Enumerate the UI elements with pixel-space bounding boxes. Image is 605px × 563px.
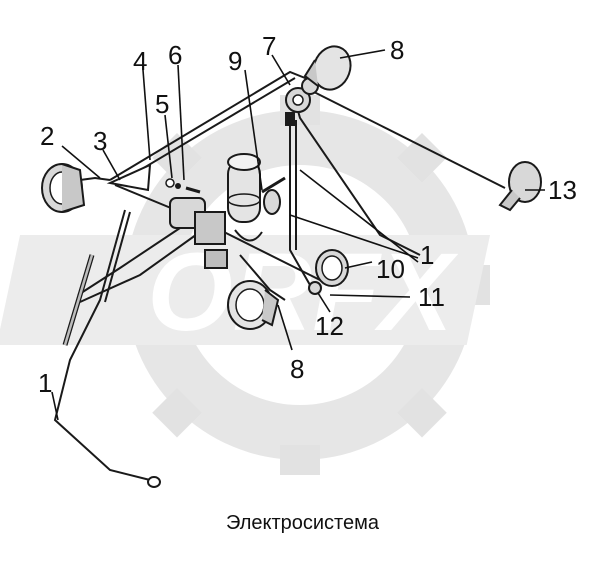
callout-1-mid: 1 xyxy=(420,240,434,270)
top-bracket xyxy=(285,77,319,126)
callout-3: 3 xyxy=(93,126,107,156)
lamp-10 xyxy=(315,249,349,287)
callout-labels: 1 1 2 3 4 5 6 7 8 8 9 10 11 12 13 xyxy=(38,31,577,398)
wiring-harness xyxy=(53,70,506,481)
callout-5: 5 xyxy=(155,89,169,119)
leader-lines xyxy=(51,49,545,421)
callout-11: 11 xyxy=(418,282,445,312)
callout-4: 4 xyxy=(133,46,147,76)
callout-13: 13 xyxy=(548,175,577,205)
callout-1-left: 1 xyxy=(38,368,52,398)
callout-9: 9 xyxy=(228,46,242,76)
switch-block xyxy=(169,197,263,269)
wire-end-connector xyxy=(147,476,161,488)
callout-8-bottom: 8 xyxy=(290,354,304,384)
callout-7: 7 xyxy=(262,31,276,61)
callout-6: 6 xyxy=(168,40,182,70)
sensor-small xyxy=(263,189,281,215)
diagram-caption: Электросистема xyxy=(226,512,379,534)
connector-12 xyxy=(308,281,322,295)
horn-cylinder xyxy=(227,153,286,223)
fasteners-5-6 xyxy=(165,178,201,194)
watermark-text: ORFX xyxy=(147,231,458,354)
bracket-3 xyxy=(106,163,152,192)
right-headlamp xyxy=(498,161,542,212)
bottom-headlamp xyxy=(227,280,280,330)
callout-10: 10 xyxy=(376,254,405,284)
components xyxy=(41,45,542,488)
callout-8-top: 8 xyxy=(390,35,404,65)
callout-12: 12 xyxy=(315,311,344,341)
left-headlamp xyxy=(41,163,86,213)
callout-2: 2 xyxy=(40,121,54,151)
